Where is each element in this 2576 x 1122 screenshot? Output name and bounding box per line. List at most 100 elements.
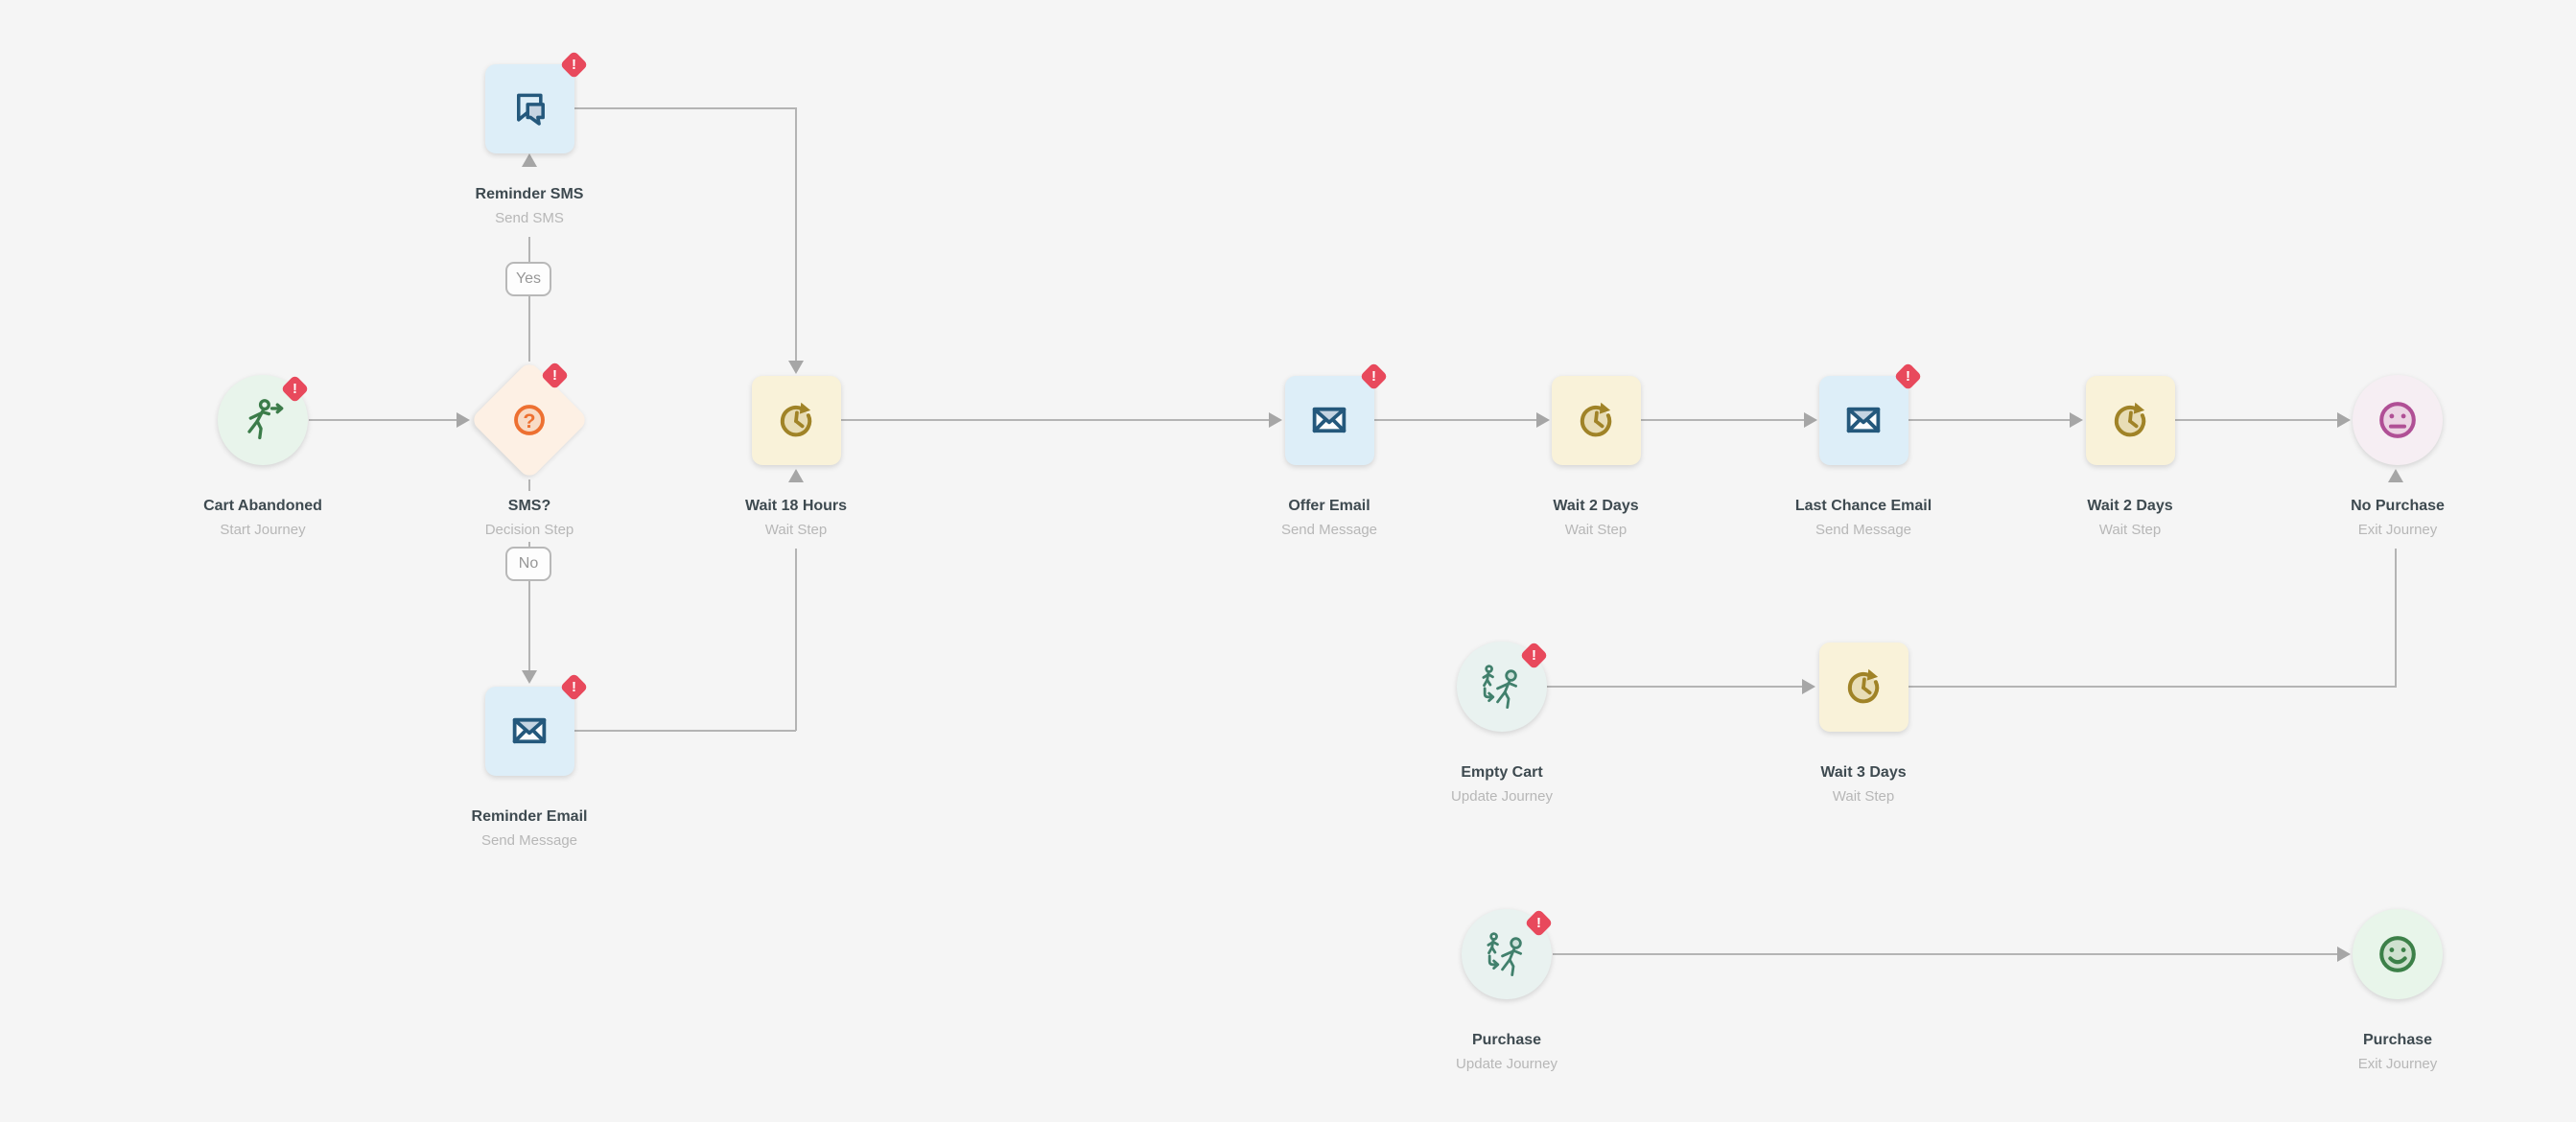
node-reminder-sms[interactable]: ! bbox=[484, 50, 588, 153]
purchase-exit-shape bbox=[2353, 909, 2443, 999]
journey-update-icon bbox=[1475, 660, 1529, 713]
node-empty-cart[interactable]: ! bbox=[1457, 641, 1548, 732]
edge-line-wait-18-hours-to-offer-email bbox=[841, 419, 1269, 421]
no-purchase-shape bbox=[2353, 375, 2443, 465]
node-title: No Purchase bbox=[2351, 498, 2445, 514]
node-subtitle: Decision Step bbox=[484, 522, 574, 538]
exclamation-icon: ! bbox=[1531, 646, 1536, 664]
node-title: Reminder Email bbox=[471, 808, 588, 825]
exclamation-icon: ! bbox=[1905, 367, 1910, 385]
arrowhead-icon bbox=[522, 670, 537, 684]
arrowhead-icon bbox=[788, 361, 804, 374]
edge-line-last-chance-to-wait-2-days-2 bbox=[1908, 419, 2071, 421]
node-title: Wait 3 Days bbox=[1820, 764, 1907, 781]
edge-line-wait-3-days-to-no-purchase bbox=[2395, 549, 2397, 688]
wait-3-days-shape bbox=[1818, 642, 1909, 732]
arrowhead-icon bbox=[1269, 412, 1282, 428]
node-title: Wait 2 Days bbox=[1553, 498, 1639, 514]
exclamation-icon: ! bbox=[1370, 367, 1376, 385]
reminder-email-shape bbox=[484, 686, 574, 776]
clock-icon bbox=[1571, 395, 1621, 445]
node-subtitle: Wait Step bbox=[1832, 788, 1895, 805]
edge-line-reminder-sms-to-wait-18-hours bbox=[574, 107, 796, 109]
node-reminder-email[interactable]: ! bbox=[484, 672, 588, 776]
arrowhead-icon bbox=[1804, 412, 1817, 428]
node-purchase-exit[interactable] bbox=[2353, 909, 2443, 999]
node-subtitle: Exit Journey bbox=[2357, 1056, 2438, 1072]
node-subtitle: Exit Journey bbox=[2357, 522, 2438, 538]
node-subtitle: Send Message bbox=[480, 832, 578, 849]
edge-label-yes: Yes bbox=[505, 262, 551, 296]
edge-line-sms-no-to-reminder-email bbox=[528, 542, 530, 672]
node-subtitle: Wait Step bbox=[1564, 522, 1628, 538]
node-subtitle: Wait Step bbox=[2098, 522, 2162, 538]
question-icon: ? bbox=[505, 396, 553, 444]
node-title: Last Chance Email bbox=[1794, 498, 1932, 514]
edge-line-wait-3-days-to-no-purchase bbox=[1908, 686, 2397, 688]
node-title: Empty Cart bbox=[1461, 764, 1543, 781]
node-no-purchase[interactable] bbox=[2353, 375, 2443, 465]
node-subtitle: Wait Step bbox=[764, 522, 828, 538]
node-wait-3-days[interactable] bbox=[1818, 642, 1909, 732]
arrowhead-icon bbox=[1802, 679, 1815, 694]
wait-18-hours-shape bbox=[751, 375, 841, 465]
neutral-face-icon bbox=[2371, 393, 2424, 447]
exclamation-icon: ! bbox=[571, 678, 576, 695]
clock-icon bbox=[771, 395, 821, 445]
node-offer-email[interactable]: ! bbox=[1284, 362, 1388, 465]
arrowhead-icon bbox=[788, 469, 804, 482]
node-last-chance-email[interactable]: ! bbox=[1818, 362, 1922, 465]
node-title: Purchase bbox=[2362, 1032, 2433, 1048]
node-wait-18-hours[interactable] bbox=[751, 375, 841, 465]
arrowhead-icon bbox=[457, 412, 470, 428]
node-label-sms-decision: SMS? Decision Step bbox=[376, 497, 683, 539]
email-icon bbox=[1838, 395, 1888, 445]
node-wait-2-days-2[interactable] bbox=[2085, 375, 2175, 465]
arrowhead-icon bbox=[2070, 412, 2083, 428]
edge-line-reminder-email-to-wait-18-hours bbox=[574, 730, 796, 732]
arrowhead-icon bbox=[1536, 412, 1550, 428]
node-sms-decision[interactable]: ?! bbox=[469, 360, 590, 480]
node-subtitle: Send Message bbox=[1815, 522, 1912, 538]
sms-icon bbox=[504, 83, 554, 133]
node-title: Cart Abandoned bbox=[203, 498, 322, 514]
node-wait-2-days-1[interactable] bbox=[1551, 375, 1641, 465]
wait-2-days-2-shape bbox=[2085, 375, 2175, 465]
edge-line-empty-cart-to-wait-3-days bbox=[1547, 686, 1803, 688]
edge-line-sms-yes-to-reminder-sms bbox=[528, 237, 530, 362]
node-cart-abandoned[interactable]: ! bbox=[218, 374, 309, 465]
node-subtitle: Start Journey bbox=[220, 522, 306, 538]
arrowhead-icon bbox=[2388, 469, 2403, 482]
edge-line-wait-2-days-to-last-chance bbox=[1641, 419, 1804, 421]
node-title: Wait 2 Days bbox=[2087, 498, 2173, 514]
clock-icon bbox=[2105, 395, 2155, 445]
edge-line-reminder-email-to-wait-18-hours bbox=[795, 549, 797, 731]
node-subtitle: Update Journey bbox=[1456, 1056, 1557, 1072]
exclamation-icon: ! bbox=[551, 366, 557, 384]
node-title: Offer Email bbox=[1288, 498, 1370, 514]
exclamation-icon: ! bbox=[571, 56, 576, 73]
node-title: Purchase bbox=[1471, 1032, 1542, 1048]
node-subtitle: Send SMS bbox=[495, 210, 564, 226]
edge-line-cart-abandoned-to-sms bbox=[309, 419, 457, 421]
node-title: SMS? bbox=[507, 498, 551, 514]
offer-email-shape bbox=[1284, 375, 1374, 465]
email-icon bbox=[1304, 395, 1354, 445]
reminder-sms-shape bbox=[484, 63, 574, 153]
journey-update-icon bbox=[1480, 927, 1534, 981]
node-purchase-update[interactable]: ! bbox=[1462, 908, 1553, 999]
email-icon bbox=[504, 706, 554, 756]
exclamation-icon: ! bbox=[292, 380, 297, 397]
